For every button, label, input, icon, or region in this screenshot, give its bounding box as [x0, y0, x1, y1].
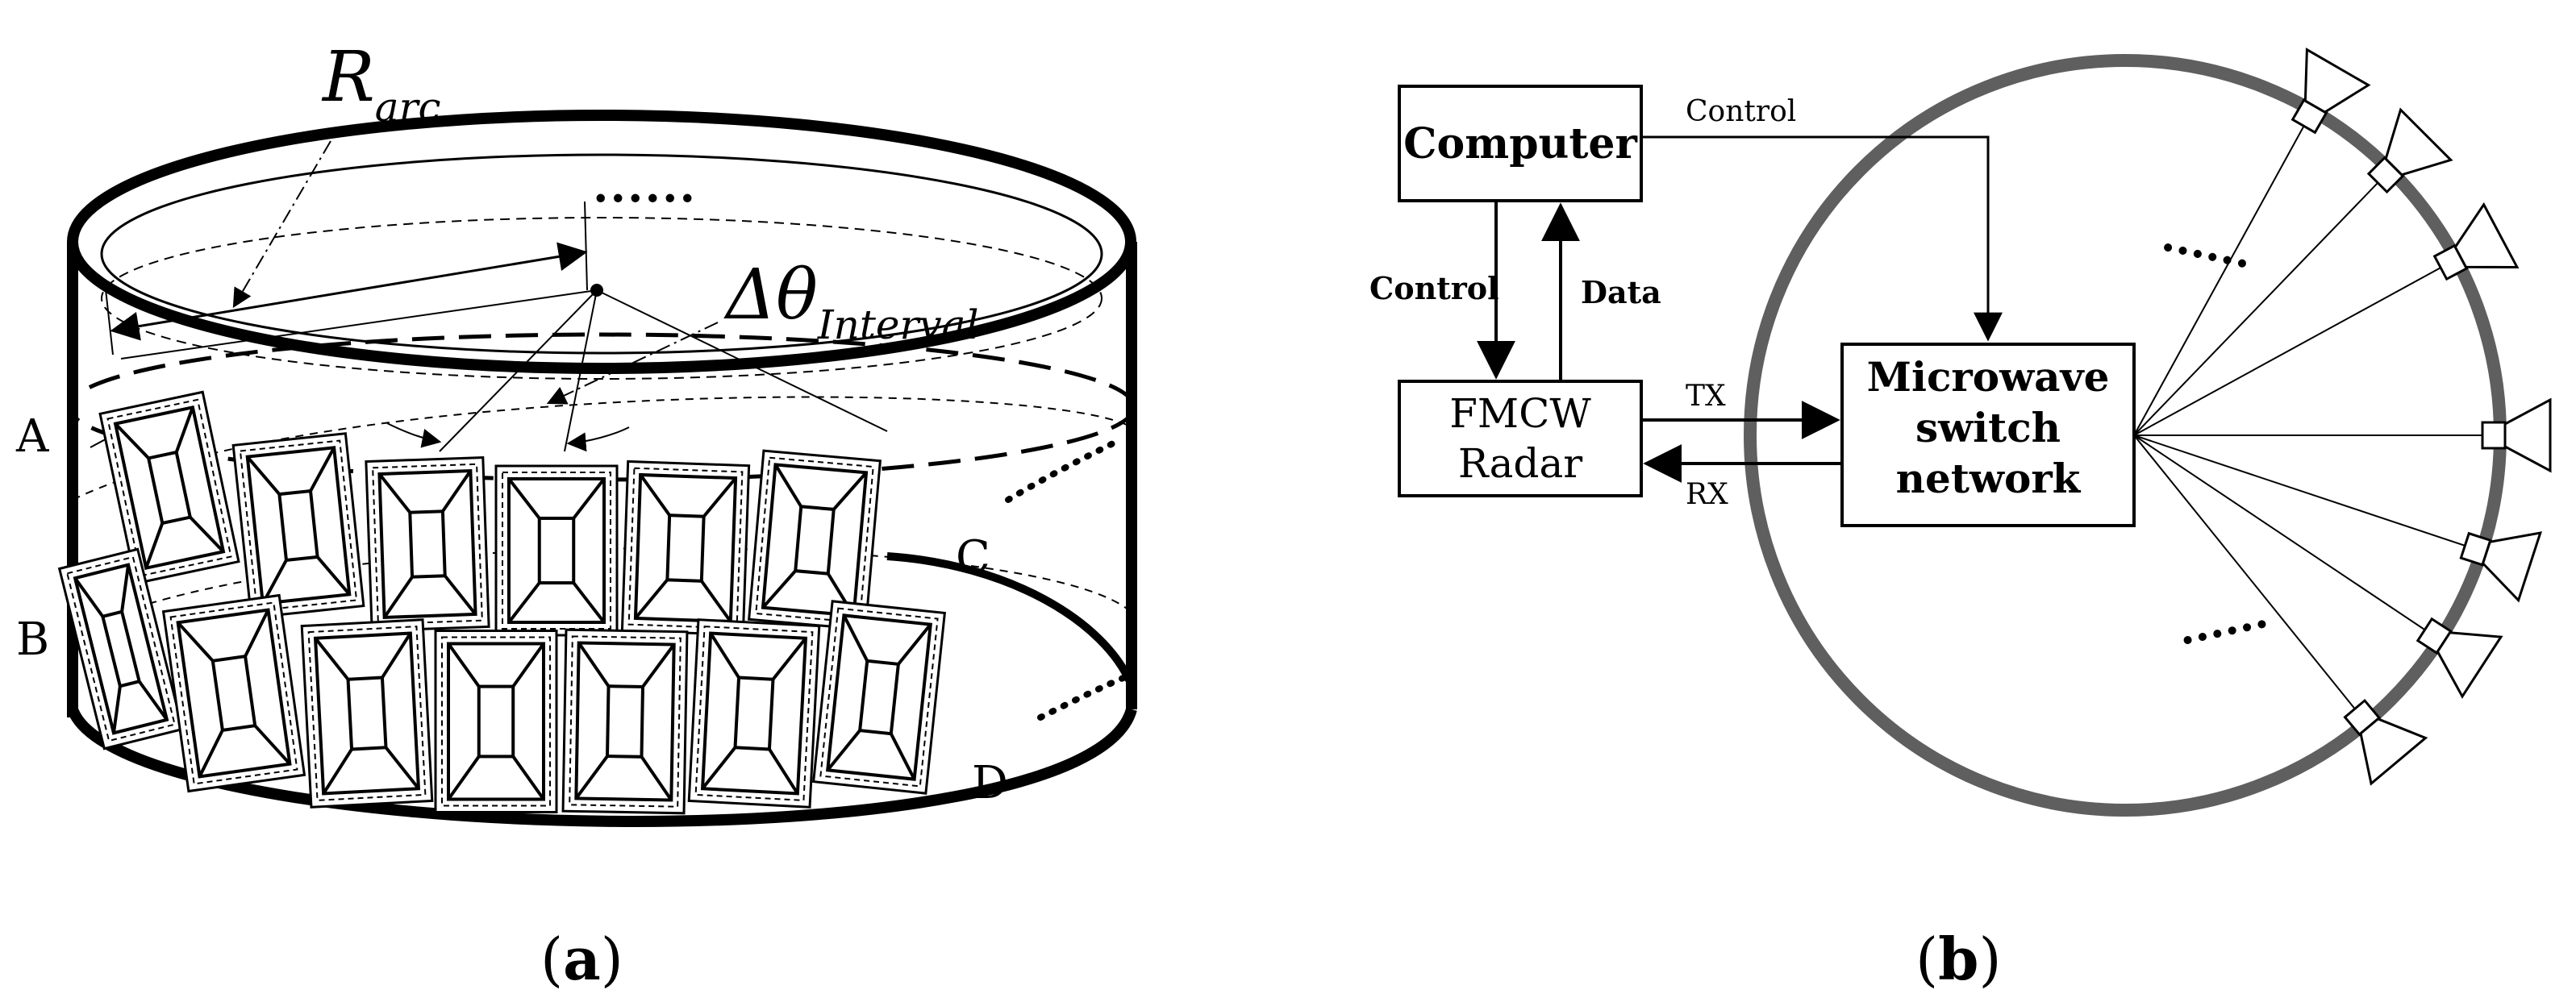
- antenna-tile-lower-2: [161, 593, 306, 793]
- array-layer-circle: [67, 332, 1136, 482]
- delta-theta-leader: [546, 322, 719, 405]
- label-a: A: [15, 410, 49, 463]
- caption-b: (b): [1915, 925, 2002, 993]
- label-d: D: [972, 757, 1008, 809]
- computer-box: [1398, 85, 1643, 202]
- radius-line-4: [596, 289, 888, 432]
- antenna-tile-upper-6: [747, 449, 882, 631]
- antenna-feed-lines: [2133, 124, 2484, 711]
- arc-radius-circle: [101, 217, 1103, 380]
- fmcw-radar-box: [1398, 380, 1643, 497]
- feed-line-7: [2133, 434, 2357, 711]
- feed-line-3: [2133, 266, 2443, 436]
- horn-antenna-6: [2416, 617, 2503, 699]
- feed-line-5: [2133, 434, 2467, 547]
- control-label-top: Control: [1686, 95, 1796, 128]
- r-arc-dimension-arrow: [110, 242, 588, 341]
- cylinder-top-inner-rim: [100, 153, 1103, 355]
- helix-inner-edge: [886, 552, 1136, 687]
- panel-b-system-diagram: Computer FMCW Radar Microwave switch net…: [1369, 48, 2552, 993]
- panel-a-cylinder-array: Rarc ...... ΔθInterval A B C D (a): [15, 37, 1137, 993]
- lower-ellipsis: ......: [2173, 586, 2273, 655]
- antenna-tile-lower-4: [434, 630, 558, 813]
- upper-ellipsis: ......: [2157, 209, 2257, 278]
- horn-antenna-5: [2459, 531, 2543, 603]
- r-arc-symbol: Rarc: [321, 37, 440, 131]
- fmcw-radar-label-line1: FMCW: [1449, 390, 1591, 437]
- horn-antennas: [2290, 48, 2552, 786]
- label-c: C: [956, 531, 990, 584]
- rx-label: RX: [1686, 478, 1728, 511]
- dotted-arc-upper: [1005, 440, 1116, 503]
- antenna-tile-upper-2: [231, 432, 365, 619]
- switch-label-line3: network: [1896, 455, 2082, 502]
- delta-theta-symbol: ΔθInterval: [723, 255, 978, 348]
- antenna-tile-lower-6: [687, 618, 821, 809]
- caption-a: (a): [540, 925, 623, 993]
- feed-line-1: [2133, 124, 2306, 436]
- tx-label: TX: [1686, 380, 1726, 413]
- control-line-to-switch: [1641, 135, 2003, 342]
- antenna-tile-upper-5: [620, 459, 751, 637]
- switch-label-line2: switch: [1915, 404, 2061, 451]
- horn-antenna-4: [2481, 397, 2552, 473]
- antenna-tile-upper-3: [365, 455, 490, 633]
- radius-line-3: [564, 289, 598, 452]
- antenna-tile-upper-4: [494, 464, 619, 637]
- delta-theta-arc-right: [566, 426, 630, 452]
- antenna-tile-lower-5: [561, 628, 689, 815]
- label-b: B: [16, 613, 49, 666]
- computer-label: Computer: [1403, 119, 1637, 168]
- feed-line-2: [2133, 181, 2380, 436]
- data-label: Data: [1581, 274, 1661, 310]
- horn-antenna-7: [2343, 698, 2428, 786]
- feed-line-6: [2133, 434, 2427, 632]
- switch-network-box: [1840, 343, 2136, 527]
- antenna-tile-lower-1: [57, 547, 185, 750]
- horn-antenna-1: [2290, 48, 2371, 135]
- fmcw-radar-label-line2: Radar: [1458, 440, 1582, 487]
- horn-antenna-2: [2366, 107, 2453, 194]
- r-arc-tick-left: [104, 281, 114, 355]
- antenna-tile-lower-3: [300, 618, 434, 809]
- horn-antenna-3: [2432, 202, 2520, 281]
- switch-label-line1: Microwave: [1867, 353, 2110, 401]
- antenna-tile-lower-7: [811, 600, 947, 795]
- antenna-row-lower: [57, 547, 947, 815]
- cylinder-top-rim: [67, 110, 1136, 374]
- dotted-arc-lower: [1037, 674, 1128, 721]
- antenna-row-upper: [98, 390, 882, 637]
- cylinder-bottom-rim: [67, 707, 1137, 827]
- top-ellipsis: ......: [593, 160, 697, 213]
- delta-theta-arc: [386, 422, 442, 448]
- antenna-tile-upper-1: [98, 390, 240, 585]
- r-arc-tick-right: [584, 201, 588, 291]
- control-label-left: Control: [1369, 270, 1499, 306]
- r-arc-leader: [232, 140, 331, 309]
